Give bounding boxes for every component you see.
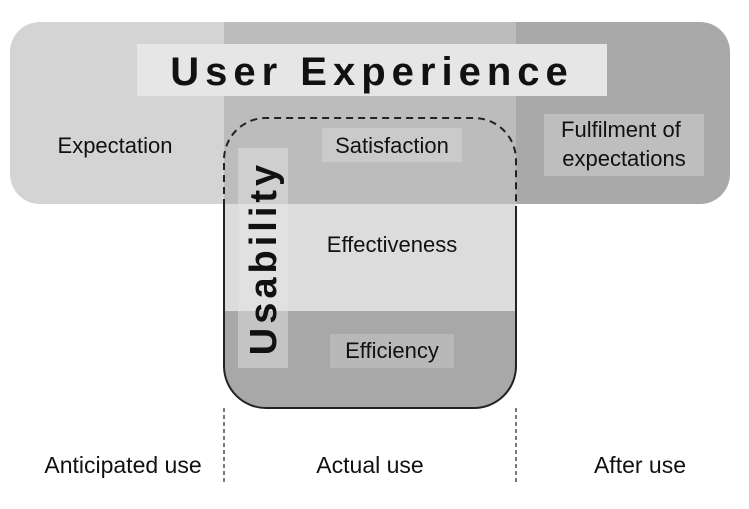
effectiveness-row <box>224 204 516 311</box>
fulfilment-label-line-1: Fulfilment of <box>561 117 682 142</box>
fulfilment-label-line-2: expectations <box>562 146 686 171</box>
usability-label: Usability <box>243 161 285 355</box>
usability-outline-dashed <box>223 117 517 206</box>
expectation-label: Expectation <box>58 133 173 158</box>
usability-label-background <box>238 148 288 368</box>
usability-box <box>224 204 516 408</box>
efficiency-row <box>224 311 516 408</box>
satisfaction-label-background <box>322 128 462 162</box>
efficiency-label-background <box>330 334 454 368</box>
usability-outline-solid <box>223 206 517 409</box>
diagram-title: User Experience <box>170 50 574 94</box>
phase-actual-use: Actual use <box>316 452 423 478</box>
efficiency-label: Efficiency <box>345 338 439 363</box>
phase-after-use: After use <box>594 452 686 478</box>
fulfilment-label-background <box>544 114 704 176</box>
fulfilment-label: Fulfilment of expectations <box>561 117 687 171</box>
effectiveness-label: Effectiveness <box>327 232 457 257</box>
phase-anticipated-use: Anticipated use <box>44 452 201 478</box>
title-background <box>137 44 607 96</box>
satisfaction-label: Satisfaction <box>335 133 449 158</box>
